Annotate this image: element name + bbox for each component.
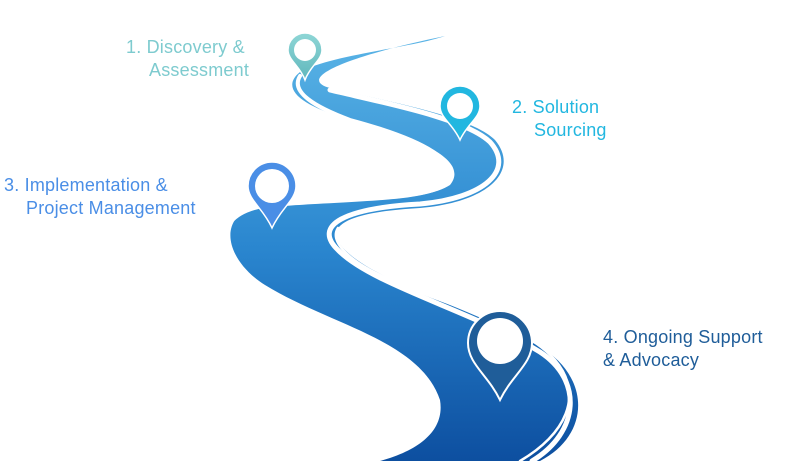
- step-1-line-2: Assessment: [149, 60, 250, 80]
- step-3-line-2: Project Management: [26, 198, 196, 218]
- step-4-line-2: & Advocacy: [603, 350, 700, 370]
- step-label-discovery: 1. Discovery & Assessment: [126, 36, 249, 82]
- step-3-line-1: 3. Implementation &: [4, 175, 168, 195]
- step-2-line-1: 2. Solution: [512, 97, 600, 117]
- pin-3[interactable]: [247, 161, 297, 230]
- step-1-line-1: 1. Discovery &: [126, 37, 245, 57]
- step-label-sourcing: 2. Solution Sourcing: [512, 96, 607, 142]
- road-stripe-right: [326, 87, 573, 461]
- step-label-implementation: 3. Implementation & Project Management: [4, 174, 196, 220]
- step-2-line-2: Sourcing: [534, 120, 607, 140]
- pin-1[interactable]: [287, 32, 323, 83]
- step-4-line-1: 4. Ongoing Support: [603, 327, 763, 347]
- pin-2[interactable]: [439, 85, 481, 142]
- pin-4[interactable]: [466, 310, 534, 403]
- step-label-support: 4. Ongoing Support & Advocacy: [603, 326, 763, 372]
